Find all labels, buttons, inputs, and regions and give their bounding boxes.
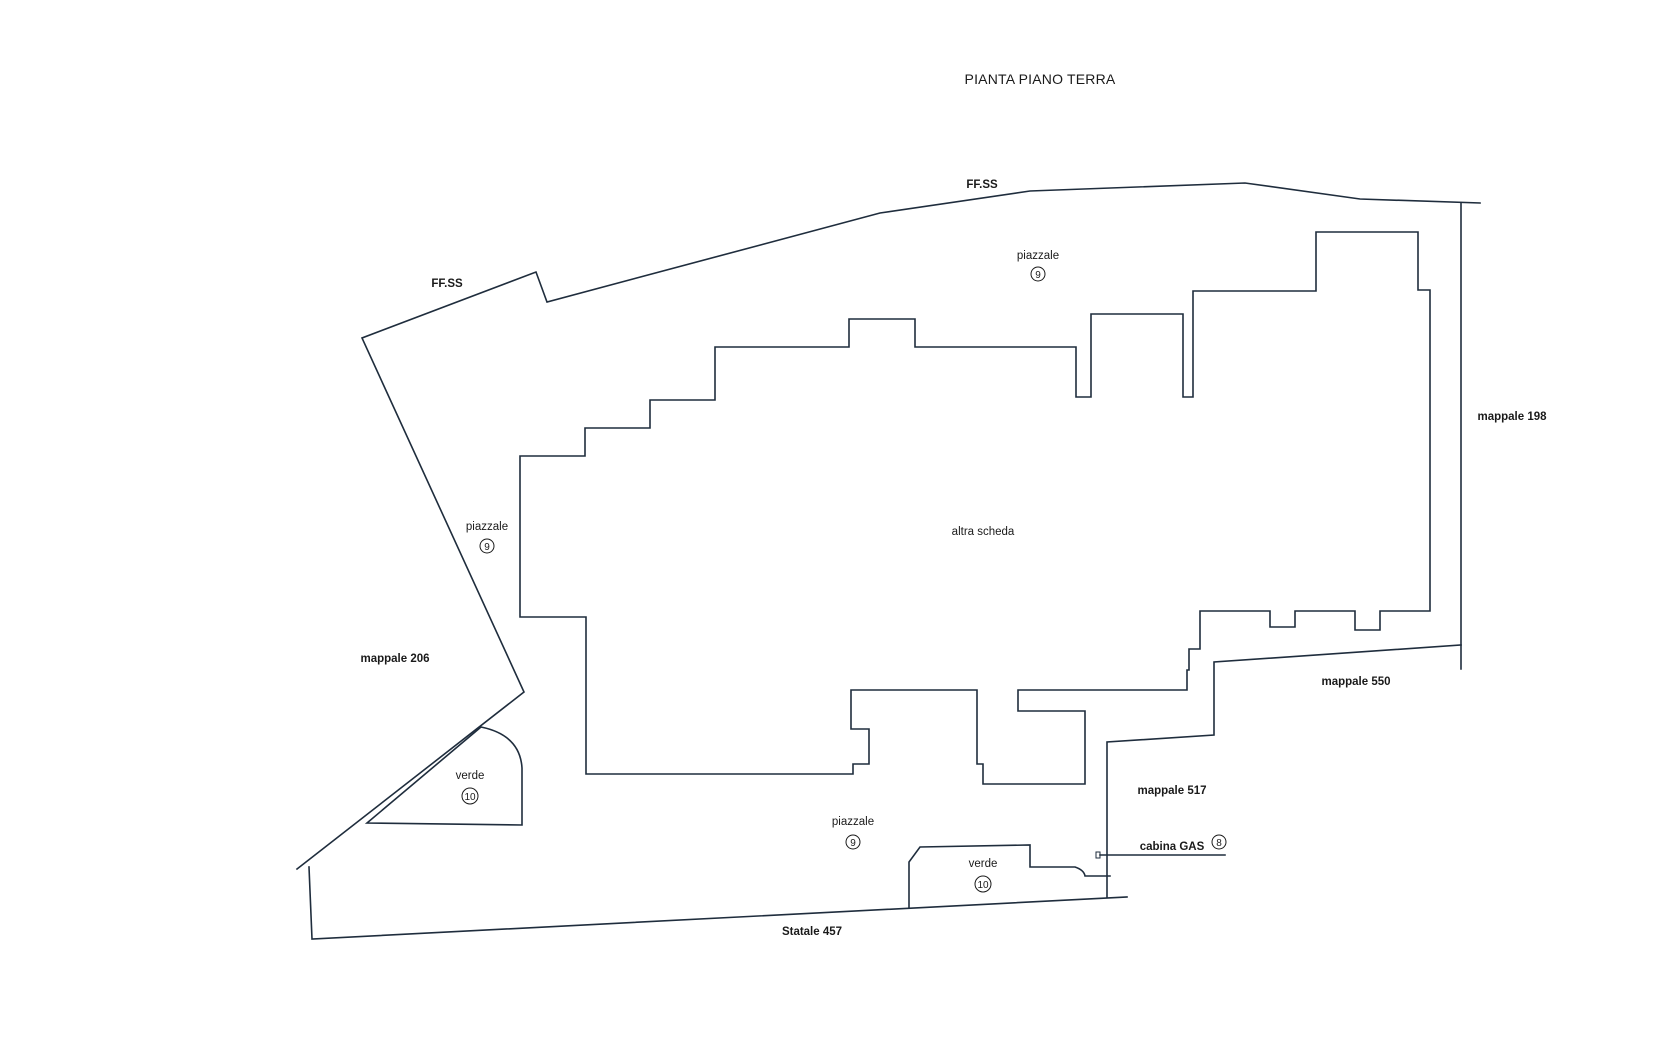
- area-label-piazzale-west: piazzale: [466, 521, 508, 533]
- area-number-verde-west: 10: [464, 792, 476, 803]
- verde-south-outline: [908, 844, 1111, 909]
- area-number-circle: [1030, 266, 1046, 282]
- area-number-circle: [974, 875, 992, 893]
- ffss-top-label: FF.SS: [966, 179, 998, 191]
- altra-scheda-label: altra scheda: [952, 526, 1015, 538]
- area-number-circle: [845, 834, 861, 850]
- cabina-gas-number-circle: [1211, 834, 1227, 850]
- area-number-piazzale-south: 9: [850, 838, 856, 849]
- area-label-verde-west: verde: [456, 770, 485, 782]
- mappale-517-label: mappale 517: [1137, 785, 1206, 797]
- mappale-198-label: mappale 198: [1477, 411, 1547, 423]
- area-label-piazzale-south: piazzale: [832, 816, 874, 828]
- area-label-piazzale-north: piazzale: [1017, 250, 1059, 262]
- mappale-550-label: mappale 550: [1321, 676, 1390, 688]
- statale-label: Statale 457: [782, 926, 842, 938]
- area-label-verde-south: verde: [969, 858, 998, 870]
- area-number-circle: [479, 538, 495, 554]
- ffss-left-label: FF.SS: [431, 278, 463, 290]
- verde-west-outline: [364, 726, 523, 826]
- statale-road-edge: [308, 866, 1128, 940]
- cabina-gas-label: cabina GAS: [1140, 841, 1205, 853]
- area-number-piazzale-north: 9: [1035, 270, 1041, 281]
- south-east-boundary: [1106, 644, 1462, 898]
- cabina-gas-number: 8: [1216, 838, 1222, 849]
- mappale-206-label: mappale 206: [360, 653, 429, 665]
- plan-title: PIANTA PIANO TERRA: [965, 71, 1116, 87]
- site-boundary: [295, 182, 1481, 871]
- area-number-circle: [461, 787, 479, 805]
- area-number-piazzale-west: 9: [484, 542, 490, 553]
- main-building-outline: [519, 231, 1431, 785]
- area-number-verde-south: 10: [977, 880, 989, 891]
